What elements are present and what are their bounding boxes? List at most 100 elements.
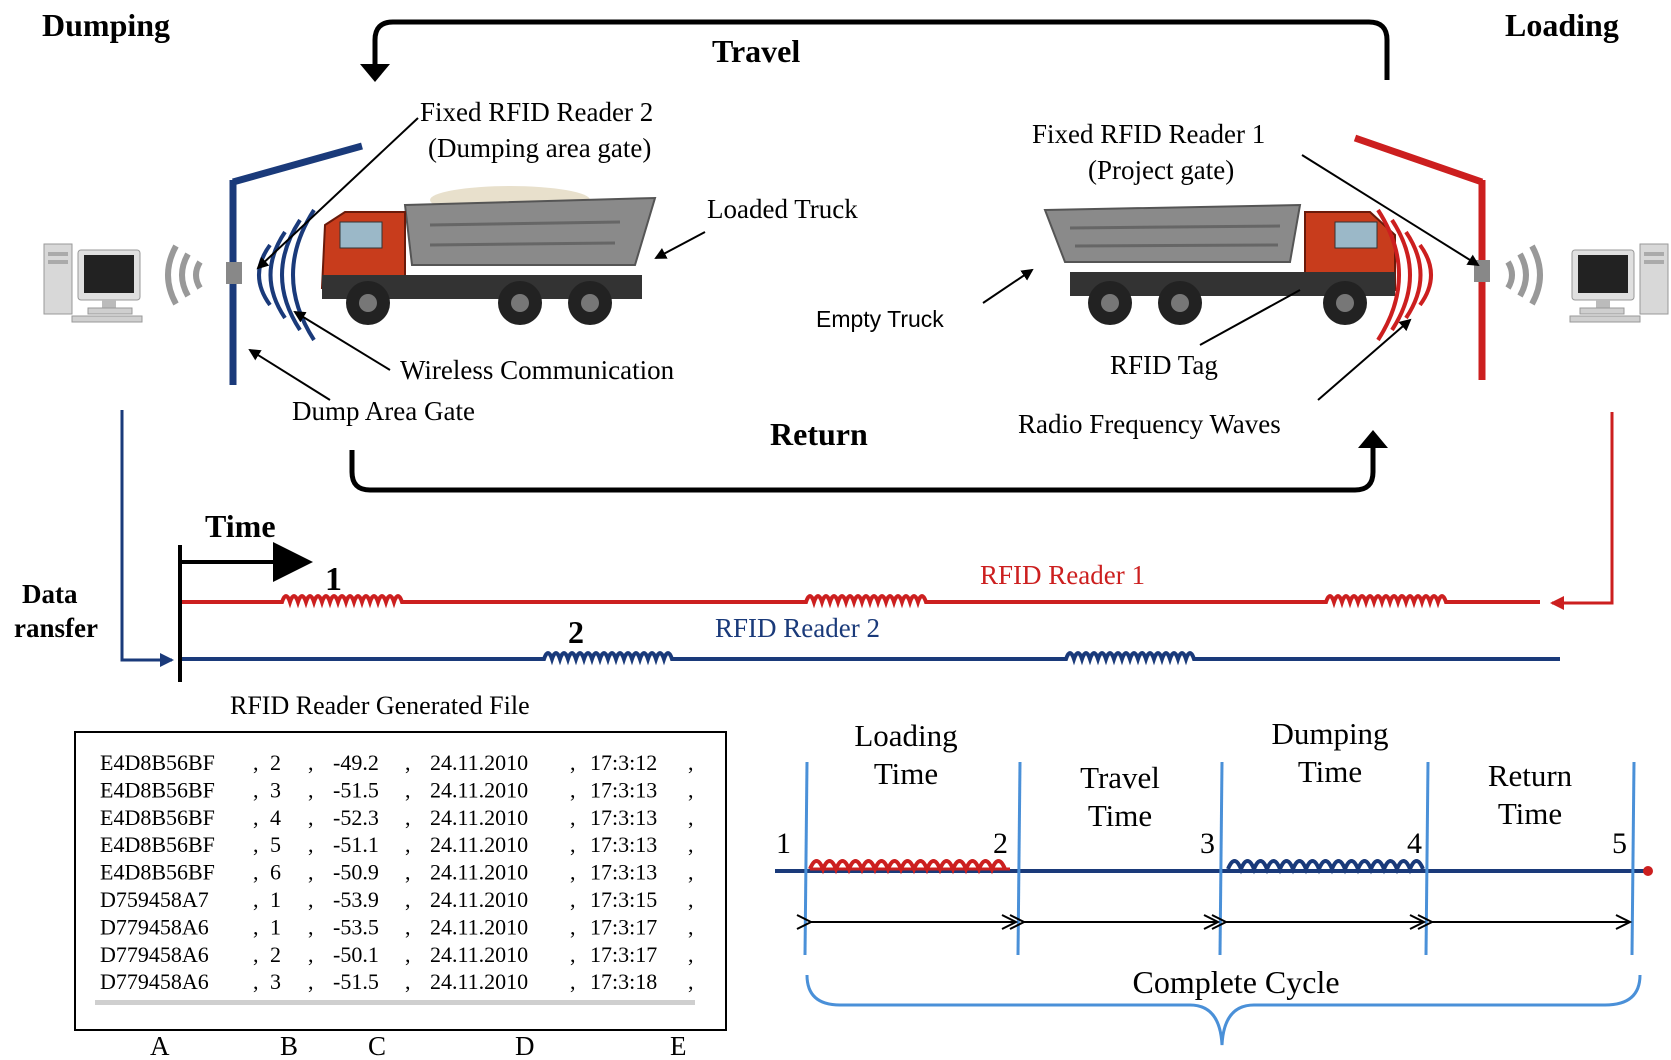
file-separator: , xyxy=(253,750,259,775)
file-separator: , xyxy=(570,750,576,775)
file-separator: , xyxy=(308,832,314,857)
file-separator: , xyxy=(688,832,694,857)
cycle-point-5: 5 xyxy=(1612,827,1627,860)
file-title: RFID Reader Generated File xyxy=(230,691,530,720)
project-computer-icon xyxy=(1569,243,1669,323)
file-separator: , xyxy=(253,832,259,857)
file-cell: 1 xyxy=(270,914,281,939)
file-cell: 24.11.2010 xyxy=(430,860,528,885)
radio-waves-label: Radio Frequency Waves xyxy=(1018,409,1281,439)
loading-wave xyxy=(808,859,1007,875)
travel-time-line2: Time xyxy=(1088,798,1152,833)
file-cell: 24.11.2010 xyxy=(430,805,528,830)
dump-area-gate xyxy=(226,142,363,385)
file-separator: , xyxy=(308,942,314,967)
file-cell: -52.3 xyxy=(333,805,379,830)
signal-mark-2: 2 xyxy=(568,614,584,650)
loading-header: Loading xyxy=(1505,7,1619,43)
file-separator: , xyxy=(688,969,694,994)
file-cell: 17:3:12 xyxy=(590,750,657,775)
file-separator: , xyxy=(570,969,576,994)
cycle-divider xyxy=(1218,761,1224,956)
file-separator: , xyxy=(308,914,314,939)
time-label: Time xyxy=(205,508,276,544)
wireless-label: Wireless Communication xyxy=(400,355,675,385)
dump-computer-icon xyxy=(43,243,143,323)
file-cell: 17:3:17 xyxy=(590,942,657,967)
file-cell: 3 xyxy=(270,777,281,802)
file-box xyxy=(74,731,727,1031)
file-cutoff-row xyxy=(95,1000,695,1005)
file-separator: , xyxy=(688,750,694,775)
file-cell: 17:3:13 xyxy=(590,777,657,802)
return-arrow xyxy=(349,448,1376,493)
file-cell: 24.11.2010 xyxy=(430,832,528,857)
file-separator: , xyxy=(253,777,259,802)
travel-time-line1: Travel xyxy=(1080,760,1160,795)
return-arrowhead xyxy=(1358,430,1388,448)
file-cell: -51.5 xyxy=(333,969,379,994)
loading-time-line1: Loading xyxy=(854,718,957,753)
file-separator: , xyxy=(308,777,314,802)
file-cell: 6 xyxy=(270,860,281,885)
file-cell: D779458A6 xyxy=(100,942,209,967)
loaded-truck-icon xyxy=(320,186,657,325)
file-separator: , xyxy=(405,942,411,967)
file-cell: E4D8B56BF xyxy=(100,860,215,885)
file-cell: -53.9 xyxy=(333,887,379,912)
file-separator: , xyxy=(570,887,576,912)
file-separator: , xyxy=(405,969,411,994)
return-time-line1: Return xyxy=(1488,758,1573,793)
file-separator: , xyxy=(253,887,259,912)
file-cell: -50.1 xyxy=(333,942,379,967)
file-cell: -53.5 xyxy=(333,914,379,939)
file-cell: 24.11.2010 xyxy=(430,942,528,967)
loaded-truck-label: Loaded Truck xyxy=(707,194,858,224)
cycle-end-dot xyxy=(1643,866,1653,876)
file-separator: , xyxy=(253,969,259,994)
file-cell: 17:3:18 xyxy=(590,969,657,994)
cycle-divider xyxy=(1016,761,1022,956)
file-separator: , xyxy=(688,914,694,939)
reader1-title: Fixed RFID Reader 1 xyxy=(1032,119,1265,149)
file-cell: E4D8B56BF xyxy=(100,750,215,775)
loading-time-line2: Time xyxy=(874,756,938,791)
signal-mark-1: 1 xyxy=(325,561,342,598)
return-label: Return xyxy=(770,416,868,452)
dumping-header: Dumping xyxy=(42,7,170,43)
cycle-diagram xyxy=(775,761,1653,1046)
file-separator: , xyxy=(405,805,411,830)
file-cell: 17:3:15 xyxy=(590,887,657,912)
file-separator: , xyxy=(308,860,314,885)
file-separator: , xyxy=(308,750,314,775)
empty-truck-label: Empty Truck xyxy=(816,306,944,332)
file-separator: , xyxy=(405,832,411,857)
file-cell: D759458A7 xyxy=(100,887,209,912)
file-cell: -49.2 xyxy=(333,750,379,775)
data-transfer-line2: ransfer xyxy=(14,613,98,643)
reader2-title: Fixed RFID Reader 2 xyxy=(420,97,653,127)
cycle-divider xyxy=(1630,761,1636,956)
file-separator: , xyxy=(308,969,314,994)
file-cell: 24.11.2010 xyxy=(430,887,528,912)
file-cell: 5 xyxy=(270,832,281,857)
file-cell: -51.5 xyxy=(333,777,379,802)
file-cell: 24.11.2010 xyxy=(430,750,528,775)
data-transfer-line1: Data xyxy=(22,579,78,609)
file-cell: 17:3:17 xyxy=(590,914,657,939)
reader1-subtitle: (Project gate) xyxy=(1088,155,1234,185)
file-cell: 3 xyxy=(270,969,281,994)
file-cell: 1 xyxy=(270,887,281,912)
file-cell: 2 xyxy=(270,750,281,775)
project-wifi-icon xyxy=(1505,244,1543,306)
reader2-subtitle: (Dumping area gate) xyxy=(428,133,651,163)
project-rf-waves-icon xyxy=(1376,208,1433,342)
travel-arrowhead xyxy=(360,64,390,82)
file-separator: , xyxy=(308,887,314,912)
reader1-signal-line xyxy=(182,594,1540,609)
file-cell: 24.11.2010 xyxy=(430,914,528,939)
file-separator: , xyxy=(570,832,576,857)
return-time-line2: Time xyxy=(1498,796,1562,831)
